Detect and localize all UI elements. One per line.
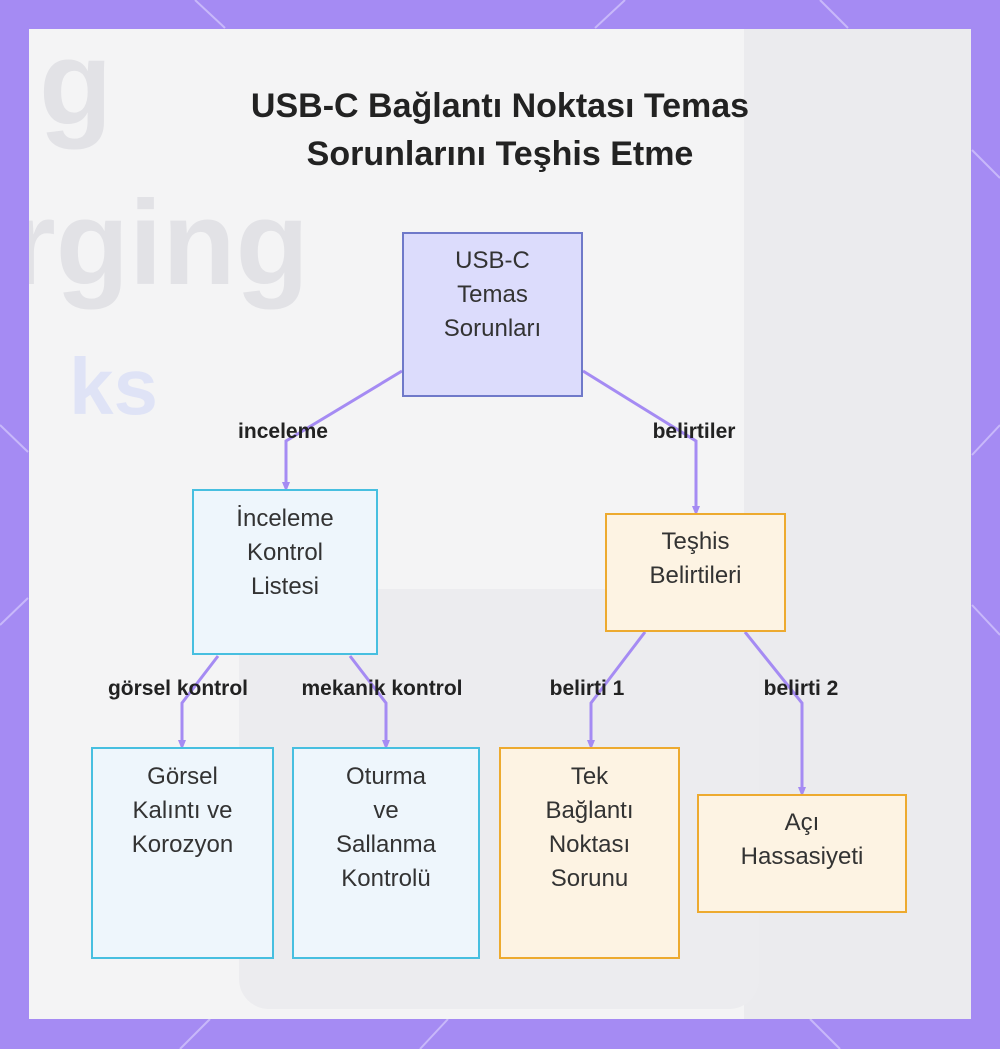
node-line: Görsel bbox=[147, 763, 218, 790]
node-visual-residue-corrosion: Görsel Kalıntı ve Korozyon bbox=[91, 747, 274, 959]
edge-diagnosis-to-angle bbox=[743, 631, 806, 797]
node-line: Belirtileri bbox=[649, 562, 742, 589]
edge-root-to-inspection bbox=[282, 369, 403, 492]
node-seating-wobble-check: Oturma ve Sallanma Kontrolü bbox=[292, 747, 480, 959]
edge-label-belirtiler: belirtiler bbox=[652, 420, 736, 443]
node-line: Hassasiyeti bbox=[740, 843, 864, 870]
title-line-2: Sorunlarını Teşhis Etme bbox=[306, 135, 694, 173]
node-line: Oturma bbox=[345, 763, 426, 790]
edge-label-belirti-1: belirti 1 bbox=[549, 677, 625, 700]
node-line: Listesi bbox=[250, 573, 320, 600]
background-text-3: ks bbox=[69, 342, 158, 431]
node-usbc-contact-issues: USB-C Temas Sorunları bbox=[402, 232, 583, 397]
edge-inspection-to-visual bbox=[178, 655, 220, 750]
node-line: Temas bbox=[457, 281, 528, 308]
edge-root-to-diagnosis bbox=[582, 369, 700, 516]
node-line: Kalıntı ve bbox=[132, 797, 233, 824]
background-text-1: g bbox=[39, 29, 112, 150]
node-line: ve bbox=[373, 797, 399, 824]
edge-label-belirti-2: belirti 2 bbox=[763, 677, 839, 700]
edge-label-gorsel-kontrol: görsel kontrol bbox=[107, 677, 249, 700]
node-line: Tek bbox=[570, 763, 609, 790]
node-line: Açı bbox=[784, 809, 820, 836]
title-line-1: USB-C Bağlantı Noktası Temas bbox=[250, 87, 750, 125]
edge-inspection-to-seating bbox=[348, 655, 390, 750]
node-line: İnceleme bbox=[236, 505, 334, 532]
node-line: Kontrol bbox=[246, 539, 324, 566]
node-line: Sorunları bbox=[443, 315, 542, 342]
edge-diagnosis-to-singleport bbox=[587, 631, 647, 750]
edge-label-mekanik-kontrol: mekanik kontrol bbox=[301, 677, 463, 700]
node-line: Sallanma bbox=[335, 831, 437, 858]
background-text-2: rging bbox=[29, 176, 309, 310]
node-line: Noktası bbox=[548, 831, 631, 858]
node-line: Teşhis bbox=[661, 528, 730, 555]
page-title: USB-C Bağlantı Noktası Temas Sorunlarını… bbox=[0, 82, 1000, 178]
node-inspection-checklist: İnceleme Kontrol Listesi bbox=[192, 489, 378, 655]
node-line: Bağlantı bbox=[545, 797, 634, 824]
node-single-port-issue: Tek Bağlantı Noktası Sorunu bbox=[499, 747, 680, 959]
node-line: USB-C bbox=[455, 247, 530, 274]
node-diagnosis-symptoms: Teşhis Belirtileri bbox=[605, 513, 786, 632]
node-line: Kontrolü bbox=[341, 865, 431, 892]
edge-label-inceleme: inceleme bbox=[238, 420, 328, 443]
node-angle-sensitivity: Açı Hassasiyeti bbox=[697, 794, 907, 913]
node-line: Korozyon bbox=[131, 831, 234, 858]
node-line: Sorunu bbox=[550, 865, 629, 892]
